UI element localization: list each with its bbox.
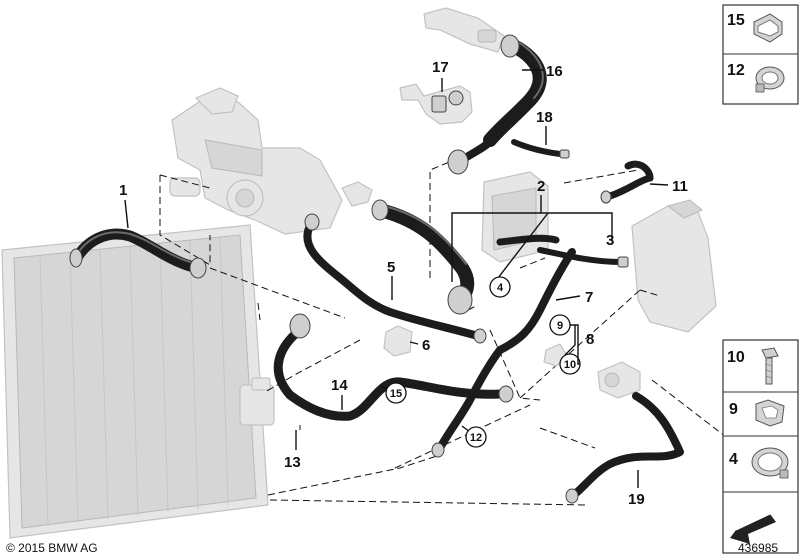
callout-1: 1 bbox=[119, 182, 127, 199]
side-panel-bottom: 10 9 4 bbox=[722, 339, 799, 554]
svg-text:15: 15 bbox=[390, 388, 402, 400]
spring-clip-15-icon bbox=[753, 13, 783, 43]
callout-17: 17 bbox=[432, 59, 449, 76]
callout-11: 11 bbox=[672, 178, 688, 195]
callout-2: 2 bbox=[537, 178, 545, 195]
callout-8: 8 bbox=[586, 331, 594, 348]
circled-ref-4: 4 bbox=[489, 276, 511, 298]
side-label-12: 12 bbox=[727, 62, 745, 79]
circled-refs: 4 9 10 12 15 bbox=[385, 276, 581, 448]
leader-lines bbox=[124, 69, 669, 488]
turbo-pipe-ghost bbox=[423, 7, 505, 53]
callout-6: 6 bbox=[422, 337, 430, 354]
copyright-text: © 2015 BMW AG bbox=[6, 541, 98, 555]
svg-text:9: 9 bbox=[557, 320, 563, 332]
callout-5: 5 bbox=[387, 259, 395, 276]
callout-14: 14 bbox=[331, 377, 348, 394]
band-clamp-4-icon bbox=[751, 447, 789, 479]
side-label-9: 9 bbox=[729, 401, 738, 418]
expansion-tank-ghost bbox=[631, 199, 717, 333]
arrow-left-down-icon bbox=[730, 513, 776, 544]
svg-text:4: 4 bbox=[497, 282, 504, 294]
side-label-10: 10 bbox=[727, 349, 745, 366]
circled-ref-12: 12 bbox=[465, 426, 487, 448]
circled-ref-15: 15 bbox=[385, 382, 407, 404]
hose-clamp-12-icon bbox=[755, 66, 785, 93]
callout-13: 13 bbox=[284, 454, 301, 471]
callout-19: 19 bbox=[628, 491, 645, 508]
hoses bbox=[69, 34, 684, 504]
bolt-10-icon bbox=[761, 347, 779, 385]
callout-16: 16 bbox=[546, 63, 563, 80]
circled-ref-9: 9 bbox=[549, 314, 571, 336]
aux-pump-ghost bbox=[597, 361, 641, 399]
callout-7: 7 bbox=[585, 289, 593, 306]
side-label-4: 4 bbox=[729, 451, 738, 468]
circled-ref-10: 10 bbox=[559, 353, 581, 375]
callouts: 1 2 3 5 6 7 8 11 13 14 16 17 18 19 bbox=[119, 59, 688, 508]
callout-18: 18 bbox=[536, 109, 553, 126]
diagram-number: 436985 bbox=[738, 541, 779, 555]
bracket-ghost bbox=[341, 181, 373, 207]
svg-text:10: 10 bbox=[564, 359, 576, 371]
thermostat-part-17 bbox=[399, 83, 473, 125]
clip-9-icon bbox=[755, 399, 785, 427]
egr-cooler-ghost bbox=[169, 87, 343, 235]
side-label-15: 15 bbox=[727, 12, 745, 29]
callout-3: 3 bbox=[606, 232, 614, 249]
radiator-ghost bbox=[1, 224, 275, 539]
side-panel-top: 15 12 bbox=[722, 4, 799, 105]
svg-text:12: 12 bbox=[470, 432, 482, 444]
